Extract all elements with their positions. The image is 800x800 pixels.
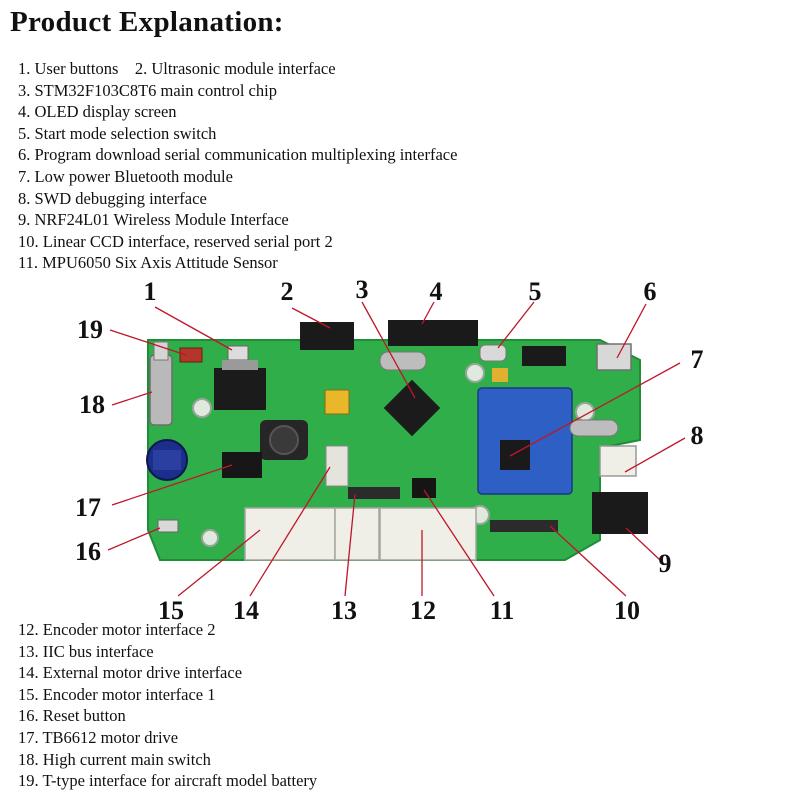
list-item: 5. Start mode selection switch	[18, 123, 217, 143]
nrf24l01-header	[592, 492, 648, 534]
callout-number: 3	[355, 275, 369, 304]
list-item: 14. External motor drive interface	[18, 663, 243, 683]
inductor-coil	[269, 425, 299, 455]
callout-line-1	[154, 306, 233, 351]
linear-ccd-header	[490, 520, 558, 532]
callout-line-8	[624, 437, 686, 473]
callout-number: 1	[143, 277, 157, 306]
callout-number: 9	[658, 549, 672, 578]
callout-number: 4	[429, 277, 443, 306]
boot-mode-switch	[479, 344, 507, 362]
callout-line-13	[344, 493, 356, 597]
motor-drive-header	[325, 445, 349, 487]
callout-line-11	[423, 489, 495, 597]
bluetooth-chip	[500, 440, 530, 470]
callout-number: 5	[528, 277, 542, 306]
encoder-connector-1	[244, 507, 336, 561]
callout-line-10	[549, 525, 627, 597]
main-switch	[149, 354, 173, 426]
page-title: Product Explanation:	[10, 6, 284, 38]
mounting-hole	[465, 363, 485, 383]
encoder-connector-2	[379, 507, 477, 561]
list-item: 12. Encoder motor interface 2	[18, 620, 216, 639]
mounting-hole	[192, 398, 212, 418]
list-item: 17. TB6612 motor drive	[18, 727, 179, 747]
crystal	[569, 419, 619, 437]
mpu6050-chip	[412, 478, 436, 498]
callout-line-18	[111, 391, 153, 406]
callout-number: 18	[79, 390, 105, 419]
callout-number: 10	[614, 596, 640, 625]
callout-number: 6	[643, 277, 657, 306]
feature-list-top: 1. User buttons 2. Ultrasonic module int…	[18, 58, 457, 274]
callout-number: 16	[75, 537, 101, 566]
list-item: 10. Linear CCD interface, reserved seria…	[18, 231, 333, 251]
iic-connector	[334, 507, 380, 561]
callout-number: 14	[233, 596, 259, 625]
iic-header	[348, 487, 400, 499]
callout-lines	[107, 301, 686, 597]
list-item: 9. NRF24L01 Wireless Module Interface	[18, 210, 289, 230]
list-item: 8. SWD debugging interface	[18, 188, 207, 208]
list-item: 13. IIC bus interface	[18, 641, 154, 661]
callout-line-17	[111, 464, 233, 506]
callout-number: 7	[690, 345, 704, 374]
list-item: 6. Program download serial communication…	[18, 145, 458, 165]
callout-line-16	[107, 527, 161, 551]
regulator-tab	[222, 360, 258, 370]
callout-line-7	[509, 362, 681, 457]
usb-port	[596, 343, 632, 371]
list-item: 15. Encoder motor interface 1	[18, 684, 216, 704]
reset-button	[157, 519, 179, 533]
oled-header	[388, 320, 478, 346]
callout-number: 19	[77, 315, 103, 344]
tantalum-capacitor	[324, 389, 350, 415]
callout-line-2	[291, 307, 331, 329]
list-item: 18. High current main switch	[18, 749, 211, 769]
tb6612-chip	[222, 452, 262, 478]
callout-number: 11	[489, 596, 515, 625]
callout-line-15	[177, 529, 261, 597]
boot-switch-knob	[492, 368, 508, 382]
swd-connector	[599, 445, 637, 477]
list-item: 3. STM32F103C8T6 main control chip	[18, 80, 277, 100]
crystal	[379, 351, 427, 371]
callout-number: 13	[331, 596, 357, 625]
list-item: 1. User buttons 2. Ultrasonic module int…	[18, 59, 336, 78]
battery-t-connector	[179, 347, 203, 363]
callout-line-5	[497, 301, 535, 349]
list-item: 7. Low power Bluetooth module	[18, 166, 233, 186]
callout-line-3	[361, 301, 416, 399]
callout-number: 2	[280, 277, 294, 306]
list-item: 19. T-type interface for aircraft model …	[18, 771, 318, 791]
callout-number: 8	[690, 421, 704, 450]
list-item: 11. MPU6050 Six Axis Attitude Sensor	[18, 253, 278, 273]
callout-line-4	[421, 301, 435, 325]
voltage-regulator	[214, 368, 266, 410]
mounting-hole	[201, 529, 219, 547]
user-button	[227, 345, 249, 361]
callout-number: 12	[410, 596, 436, 625]
capacitor-stripe	[153, 450, 181, 470]
callout-line-14	[249, 466, 331, 597]
callout-number: 17	[75, 493, 101, 522]
usb-chip	[522, 346, 566, 366]
callout-line-19	[109, 329, 187, 356]
list-item: 16. Reset button	[18, 706, 126, 726]
feature-list-bottom: 12. Encoder motor interface 2 13. IIC bu…	[18, 619, 317, 792]
main-switch-lever	[153, 341, 169, 361]
callout-line-9	[625, 527, 661, 561]
callout-number: 15	[158, 596, 184, 625]
callout-line-6	[616, 303, 647, 359]
list-item: 4. OLED display screen	[18, 102, 177, 122]
